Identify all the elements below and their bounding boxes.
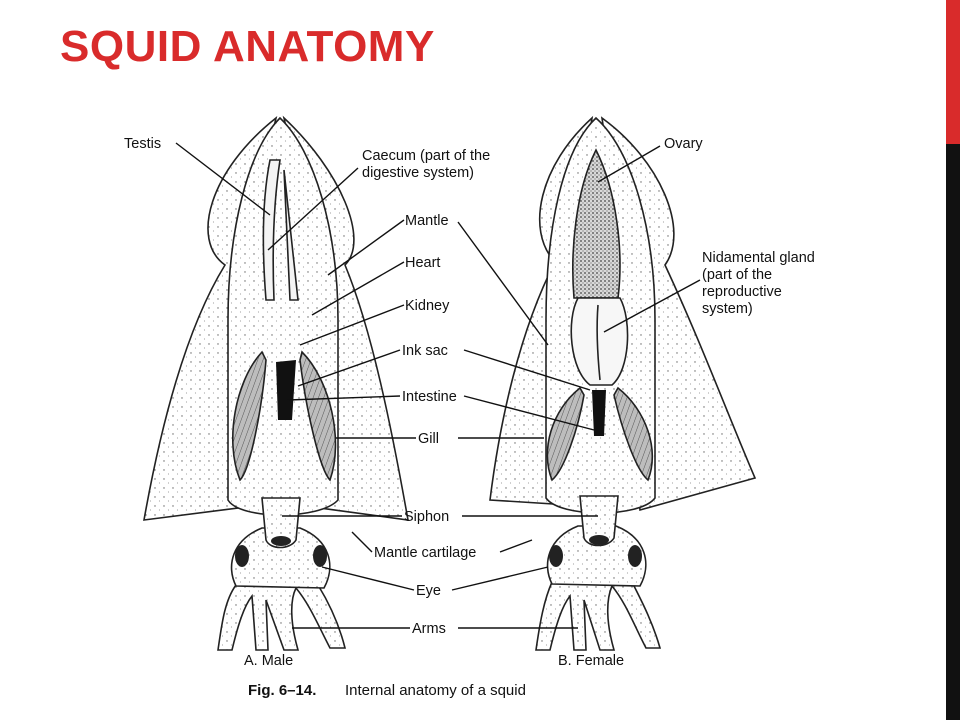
label-kidney: Kidney [405, 298, 450, 314]
label-mantle: Mantle [405, 213, 449, 229]
label-gill: Gill [418, 431, 439, 447]
label-arms: Arms [412, 621, 446, 637]
male-arms [217, 584, 347, 651]
female-eye-left [549, 545, 563, 567]
leader-lines [175, 142, 701, 629]
label-nidamental-line3: reproductive [702, 284, 782, 300]
panel-label-male: A. Male [244, 653, 293, 669]
male-squid [143, 115, 409, 651]
male-testis [262, 159, 281, 301]
male-ink-sac [276, 360, 296, 420]
label-nidamental-line4: system) [702, 301, 753, 317]
label-testis: Testis [124, 136, 161, 152]
label-nidamental-line2: (part of the [702, 267, 772, 283]
female-eye-right [628, 545, 642, 567]
figure-caption: Internal anatomy of a squid [345, 682, 526, 699]
label-nidamental-line1: Nidamental gland [702, 250, 815, 266]
male-eye-right [313, 545, 327, 567]
label-siphon: Siphon [404, 509, 449, 525]
male-gill-right [299, 350, 337, 482]
label-eye: Eye [416, 583, 441, 599]
label-ink-sac: Ink sac [402, 343, 448, 359]
side-bar [946, 144, 960, 720]
label-mantle-cartilage: Mantle cartilage [374, 545, 476, 561]
female-ink-sac [592, 390, 606, 436]
label-heart: Heart [405, 255, 440, 271]
female-arms [535, 581, 662, 651]
male-gill-left [232, 350, 267, 482]
female-nidamental-gland [570, 297, 629, 386]
slide-title: SQUID ANATOMY [60, 22, 435, 71]
female-squid [489, 115, 757, 651]
female-gill-right [613, 386, 654, 482]
panel-label-female: B. Female [558, 653, 624, 669]
female-siphon [579, 495, 619, 547]
male-siphon [261, 497, 301, 549]
label-intestine: Intestine [402, 389, 457, 405]
label-caecum-line1: Caecum (part of the [362, 148, 490, 164]
female-head [546, 525, 647, 587]
female-gill-left [546, 386, 585, 482]
male-head [230, 527, 331, 589]
label-caecum-line2: digestive system) [362, 165, 474, 181]
label-ovary: Ovary [664, 136, 703, 152]
accent-bar [946, 0, 960, 144]
male-eye-left [235, 545, 249, 567]
figure-number: Fig. 6–14. [248, 682, 316, 699]
